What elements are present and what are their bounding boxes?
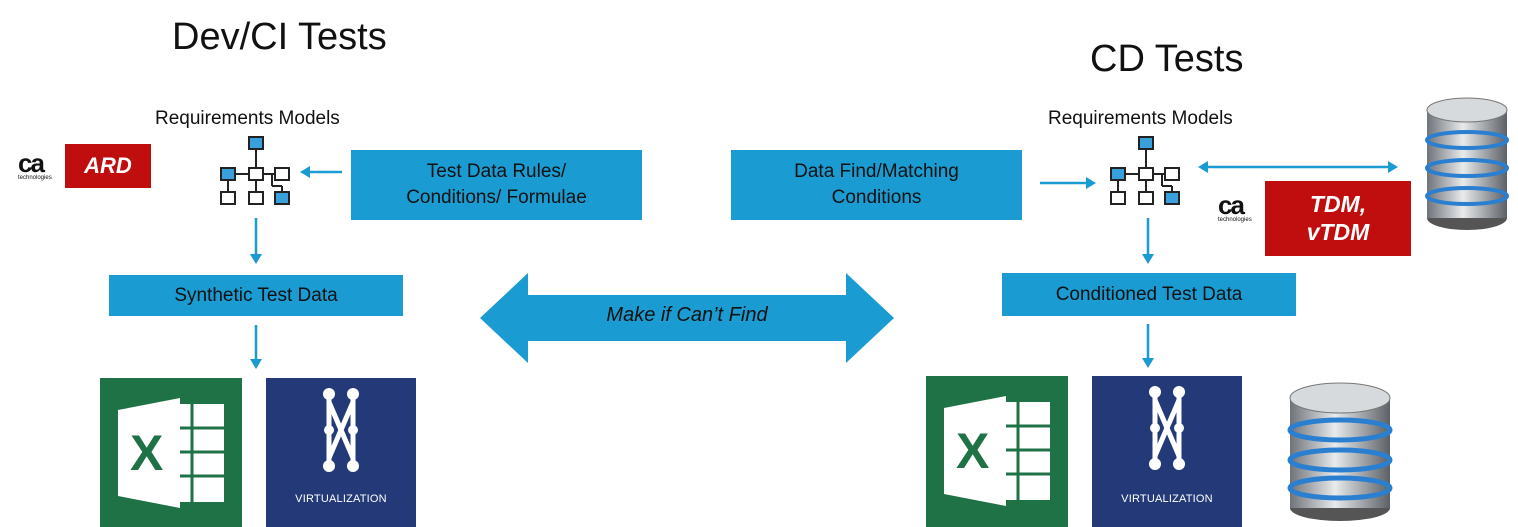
arrow-rules-to-model-right xyxy=(1038,175,1098,191)
requirements-model-icon-right xyxy=(1108,134,1184,208)
database-icon-bottom xyxy=(1286,380,1394,524)
virtualization-icon-right: VIRTUALIZATION xyxy=(1092,376,1242,527)
dev-ci-title: Dev/CI Tests xyxy=(172,16,387,58)
arrow-synthetic-to-outputs xyxy=(248,323,264,371)
cd-tests-title: CD Tests xyxy=(1090,38,1244,80)
test-data-rules-box: Test Data Rules/ Conditions/ Formulae xyxy=(351,150,642,220)
left-requirements-models-label: Requirements Models xyxy=(155,108,340,129)
ca-technologies-logo-left: ca technologies xyxy=(18,148,52,181)
make-if-cant-find-arrow xyxy=(480,273,894,363)
arrow-model-to-synthetic xyxy=(248,216,264,266)
ard-badge: ARD xyxy=(65,144,151,188)
arrow-rules-to-model-left xyxy=(298,164,344,180)
arrow-conditioned-to-outputs xyxy=(1140,322,1156,370)
synthetic-test-data-box: Synthetic Test Data xyxy=(109,275,403,316)
tdm-vtdm-badge: TDM, vTDM xyxy=(1265,181,1411,256)
requirements-model-icon-left xyxy=(218,134,294,208)
ca-technologies-logo-right: ca technologies xyxy=(1218,190,1252,223)
database-icon-top xyxy=(1424,96,1510,234)
excel-icon-left: X xyxy=(100,378,242,527)
right-requirements-models-label: Requirements Models xyxy=(1048,108,1233,129)
arrow-model-database-bidirectional xyxy=(1196,159,1400,175)
data-find-matching-box: Data Find/Matching Conditions xyxy=(731,150,1022,220)
virtualization-icon-left: VIRTUALIZATION xyxy=(266,378,416,527)
excel-icon-right: X xyxy=(926,376,1068,527)
make-if-cant-find-label: Make if Can’t Find xyxy=(606,304,768,326)
arrow-model-to-conditioned xyxy=(1140,216,1156,266)
conditioned-test-data-box: Conditioned Test Data xyxy=(1002,273,1296,316)
